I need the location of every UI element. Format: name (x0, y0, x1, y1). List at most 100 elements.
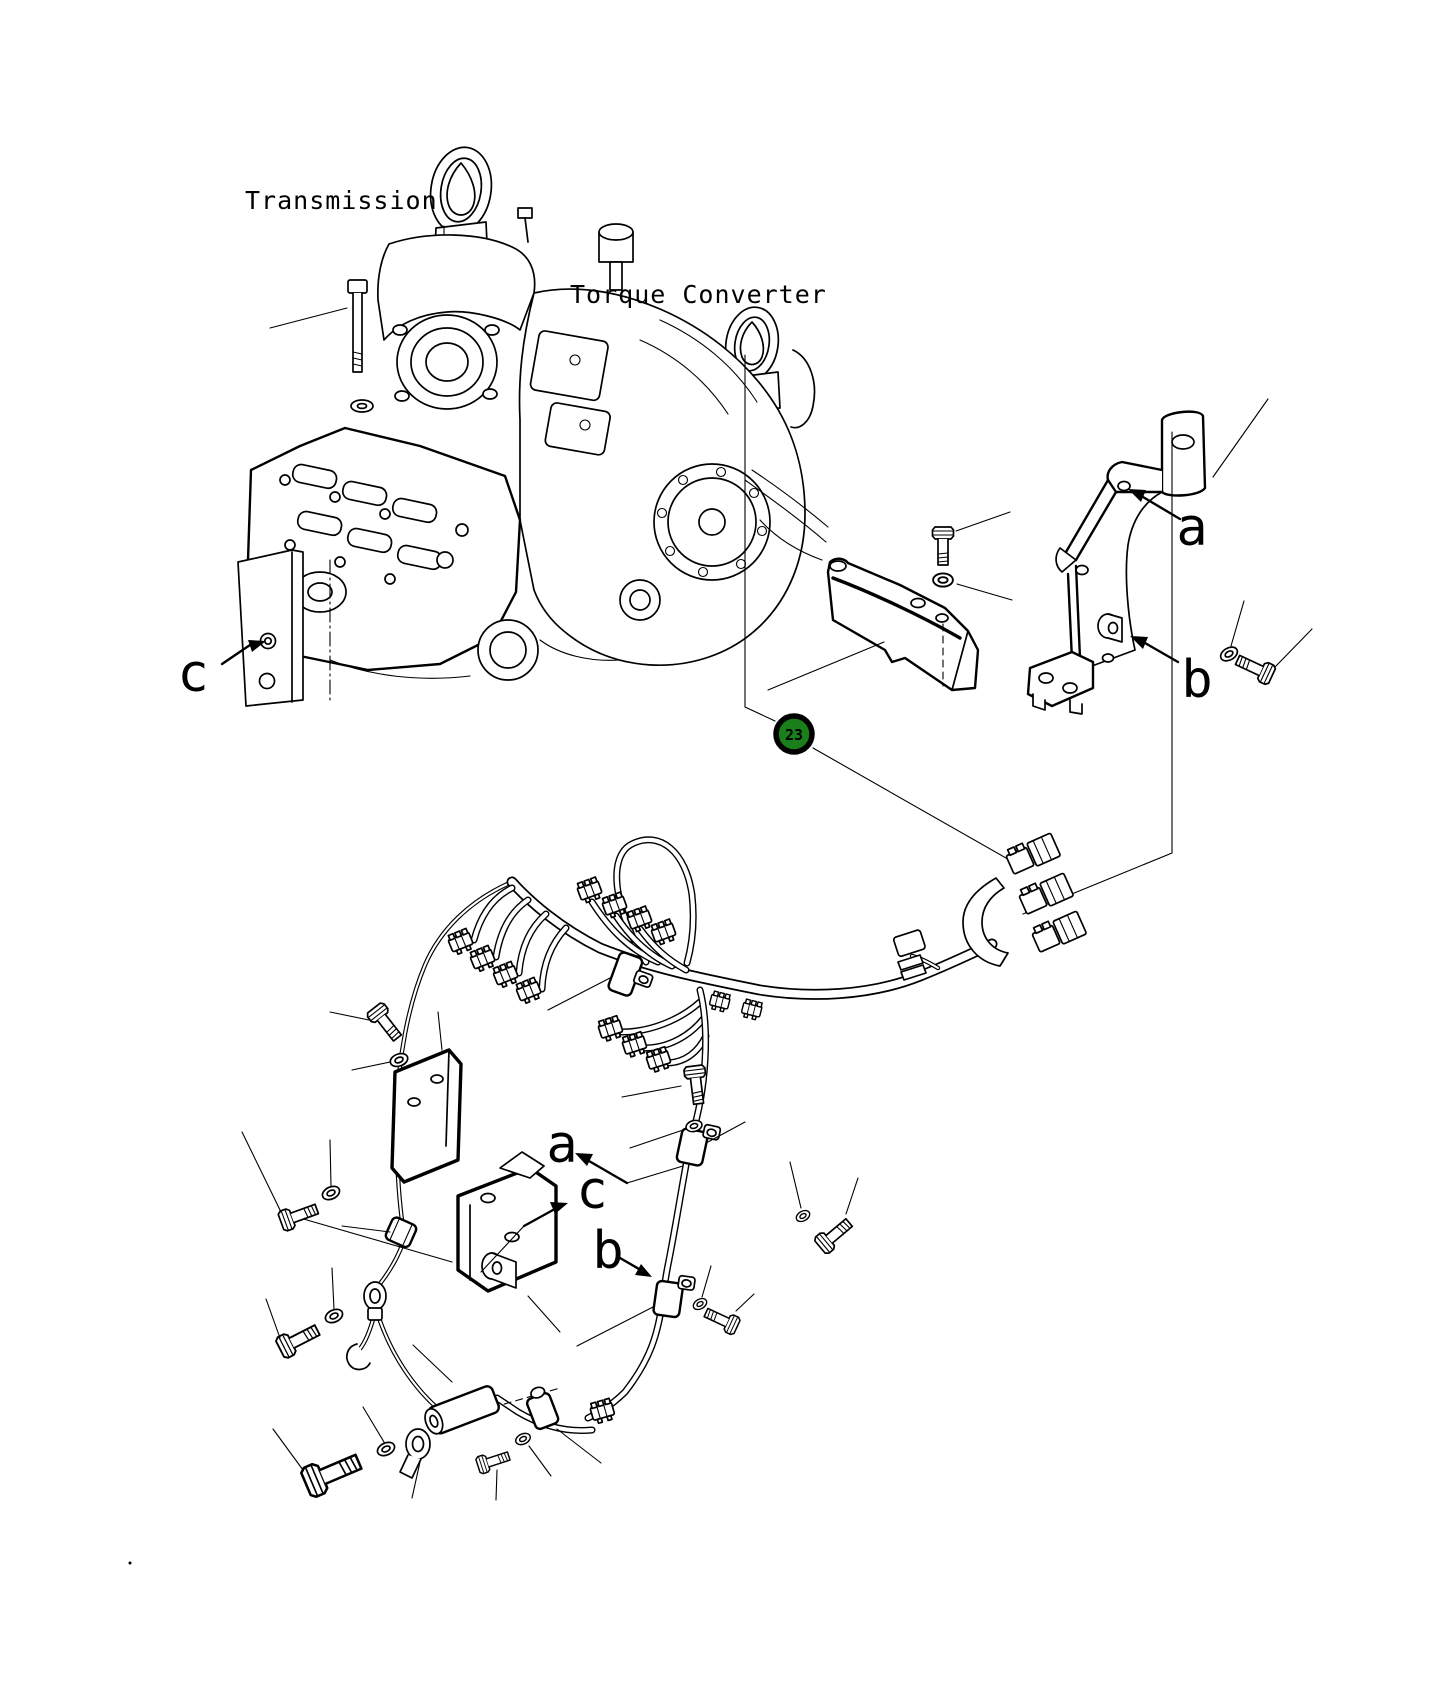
pointer-line (576, 1306, 654, 1347)
pointer-line (629, 1128, 687, 1149)
cover-nut (932, 572, 1013, 601)
left-washer-1 (319, 1139, 343, 1204)
pointer-line (735, 1293, 755, 1312)
left-washer-2 (322, 1267, 346, 1327)
pointer-line (331, 1267, 335, 1310)
pointer-line (265, 1298, 281, 1339)
pointer-line (789, 1161, 802, 1209)
pointer-line (329, 1139, 332, 1187)
trunk-clamp (547, 951, 654, 1011)
pointer-line (1212, 398, 1269, 478)
view-label-b-upper: b (1181, 650, 1212, 710)
balloon-circle[interactable] (773, 713, 815, 755)
view-label-c-upper: c (177, 644, 208, 704)
bottom-washer (513, 1430, 552, 1477)
clamp-a-washer (629, 1117, 704, 1149)
pointer-line (1230, 600, 1245, 647)
breather-fitting (517, 207, 634, 291)
arrow-head (248, 640, 266, 652)
arrow-head (550, 1202, 568, 1214)
wire-clamp-b (576, 1274, 696, 1347)
pointer-line (437, 1011, 443, 1051)
pointer-line (527, 1295, 561, 1333)
pointer-line (241, 1131, 282, 1213)
part-balloon[interactable]: 23 (773, 713, 815, 755)
harness-upper-branches (574, 836, 764, 1022)
harness-bracket-part (1026, 398, 1269, 715)
harness-end-connectors (892, 830, 1088, 981)
bracket-spacer (1097, 613, 1123, 643)
view-arrow-b-upper: b (1130, 636, 1213, 710)
pointer-line (412, 1344, 453, 1383)
transmission-mount-bolt (269, 279, 374, 413)
pointer-line (299, 1217, 453, 1263)
view-label-a-lower: a (546, 1115, 577, 1175)
bottom-bolt (474, 1446, 513, 1501)
bracket-bolt (1232, 628, 1313, 687)
view-arrow-a-lower: a (546, 1115, 684, 1185)
pointer-line (621, 1085, 682, 1098)
pointer-line (351, 1061, 391, 1071)
side-washer-a (789, 1161, 813, 1225)
pointer-line (845, 1177, 859, 1215)
arrow-head (1128, 489, 1146, 502)
pointer-line (341, 1225, 391, 1233)
wire-clamp-a (675, 1121, 746, 1167)
bracket-bushing (481, 1252, 517, 1289)
cover-part (767, 557, 980, 692)
left-bolt-1 (241, 1131, 322, 1233)
pointer-line (411, 1461, 421, 1499)
stray-dot (128, 1561, 132, 1565)
pointer-line (956, 583, 1013, 601)
view-label-a-upper: a (1176, 498, 1207, 558)
harness-left-branches (445, 884, 570, 1006)
wire-sleeve (412, 1344, 561, 1435)
left-bolt-3 (272, 1428, 366, 1500)
pointer-line (362, 1406, 385, 1443)
pointer-line (547, 977, 611, 1011)
ring-terminal-lower (399, 1428, 431, 1499)
clamp-b-washer (690, 1265, 712, 1313)
rubber-mount (341, 1216, 418, 1249)
transmission-assembly-drawing (237, 146, 829, 707)
view-arrow-c-upper: c (177, 640, 266, 704)
pointer-line (707, 1121, 746, 1143)
pointer-line (955, 511, 1011, 532)
harness-lower-branches (595, 998, 710, 1075)
pointer-line (767, 641, 885, 691)
view-label-c-lower: c (576, 1161, 607, 1221)
bracket-washer (1217, 600, 1245, 665)
pointer-line (556, 1428, 602, 1464)
sleeve-clamp (525, 1386, 602, 1464)
arrow-head (635, 1264, 652, 1277)
left-washer-3 (362, 1406, 398, 1460)
pointer-line (701, 1265, 712, 1298)
transmission-label: Transmission (245, 186, 438, 215)
valve-body (246, 330, 611, 672)
balloon-number: 23 (785, 726, 803, 744)
clamp-a-bolt (621, 1063, 710, 1106)
arrow-head (575, 1153, 593, 1166)
pointer-line (528, 1445, 552, 1477)
sump-foot (237, 549, 621, 707)
bell-housing (377, 234, 536, 410)
pointer-line (329, 1011, 370, 1021)
pointer-line (1274, 628, 1313, 668)
plate-washer (351, 1050, 411, 1071)
lower-view: a c b (241, 830, 1088, 1501)
pointer-line (269, 307, 348, 329)
view-arrow-c-lower: c (480, 1161, 608, 1273)
dangling-plug (892, 929, 941, 981)
clamp-b-bolt (701, 1293, 755, 1337)
left-bolt-2 (265, 1298, 324, 1361)
view-a-target-hole (1117, 480, 1131, 492)
cover-bolt (931, 511, 1011, 566)
arrow-head (1130, 636, 1148, 649)
view-arrow-a-upper: a (1128, 489, 1208, 558)
plate-bolt (329, 1000, 407, 1046)
torque-converter-label: Torque Converter (570, 280, 827, 309)
ring-terminal-upper (363, 1281, 387, 1321)
support-plate-bracket (390, 1011, 463, 1184)
